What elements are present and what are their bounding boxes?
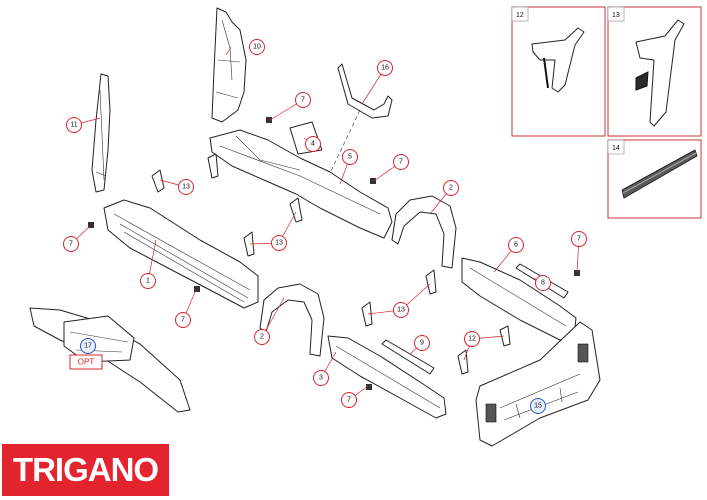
part-9-strip	[381, 339, 435, 375]
callout-5: 5	[342, 149, 358, 165]
svg-text:7: 7	[301, 97, 305, 104]
svg-text:2: 2	[260, 334, 264, 341]
bracket-13-c	[361, 269, 437, 327]
svg-text:5: 5	[348, 154, 352, 161]
svg-text:7: 7	[399, 159, 403, 166]
inset-12: 12	[511, 6, 606, 137]
callout-17: 17	[80, 338, 96, 354]
svg-text:7: 7	[181, 317, 185, 324]
svg-text:7: 7	[69, 241, 73, 248]
svg-text:2: 2	[449, 185, 453, 192]
svg-text:17: 17	[84, 343, 92, 350]
screw-group	[88, 117, 580, 390]
bracket-13-a	[151, 153, 219, 193]
inset-13-number: 13	[612, 12, 620, 19]
svg-text:15: 15	[534, 403, 542, 410]
part-2-wheel-arch-lower	[259, 283, 325, 357]
callout-2-b: 2	[254, 329, 270, 345]
svg-text:13: 13	[397, 307, 405, 314]
callout-9: 9	[414, 335, 430, 351]
trigano-logo: TRIGANO	[2, 444, 169, 496]
svg-text:7: 7	[577, 236, 581, 243]
svg-text:3: 3	[319, 375, 323, 382]
callout-13-a: 13	[178, 179, 194, 195]
svg-text:11: 11	[70, 122, 77, 129]
svg-text:OPT: OPT	[78, 358, 95, 367]
part-5-sill	[209, 129, 393, 239]
svg-text:8: 8	[541, 280, 545, 287]
svg-text:9: 9	[420, 340, 424, 347]
part-15-rear-bumper	[475, 321, 601, 447]
bracket-13-b	[243, 197, 303, 257]
svg-text:16: 16	[381, 65, 389, 72]
opt-label: OPT	[69, 354, 103, 370]
callout-10: 10	[249, 39, 265, 55]
callout-2-a: 2	[443, 180, 459, 196]
callout-12: 12	[464, 331, 480, 347]
part-17-step	[29, 307, 191, 413]
callout-7-a: 7	[295, 92, 311, 108]
callout-7-f: 7	[341, 392, 357, 408]
part-16-trim	[337, 63, 393, 119]
callout-7-c: 7	[63, 236, 79, 252]
callout-3: 3	[313, 370, 329, 386]
callout-13-c: 13	[393, 302, 409, 318]
part-11-post	[91, 73, 111, 193]
callout-1: 1	[140, 273, 156, 289]
callout-13-b: 13	[271, 235, 287, 251]
inset-13: 13	[607, 6, 702, 137]
callout-15: 15	[530, 398, 546, 414]
part-2-wheel-arch-upper	[391, 195, 457, 269]
svg-text:12: 12	[468, 336, 476, 343]
callout-7-d: 7	[571, 231, 587, 247]
svg-text:6: 6	[514, 242, 518, 249]
svg-text:13: 13	[275, 240, 283, 247]
part-1-sill	[103, 199, 259, 309]
inset-12-number: 12	[516, 12, 524, 19]
inset-14-number: 14	[612, 145, 620, 152]
brand-name: TRIGANO	[12, 451, 159, 488]
callout-16: 16	[377, 60, 393, 76]
callout-7-e: 7	[175, 312, 191, 328]
part-10-pillar	[211, 7, 247, 123]
svg-text:7: 7	[347, 397, 351, 404]
callout-4: 4	[305, 136, 321, 152]
svg-text:1: 1	[146, 278, 150, 285]
inset-14: 14	[607, 139, 702, 219]
svg-text:10: 10	[253, 44, 261, 51]
callout-6: 6	[508, 237, 524, 253]
callout-11: 11	[66, 117, 82, 133]
svg-text:13: 13	[182, 184, 190, 191]
part-3-sill	[327, 335, 447, 419]
bracket-12	[457, 325, 511, 375]
callout-8: 8	[535, 275, 551, 291]
callout-7-b: 7	[393, 154, 409, 170]
svg-text:4: 4	[311, 141, 315, 148]
